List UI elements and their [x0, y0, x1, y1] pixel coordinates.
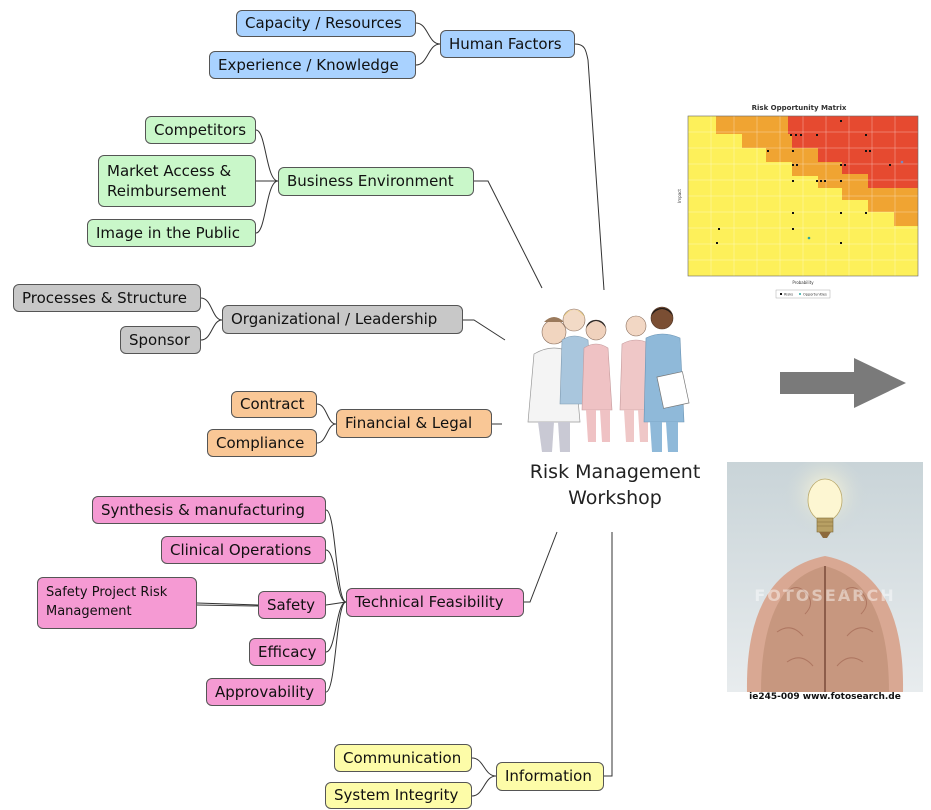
right-arrow-icon — [780, 358, 906, 408]
matrix-legend-opportunities: Opportunities — [803, 293, 827, 297]
medical-team-illustration — [527, 306, 690, 452]
node-safety[interactable]: Safety — [258, 591, 326, 619]
node-safety-project-risk-management[interactable]: Safety Project Risk Management — [37, 577, 197, 629]
matrix-legend-risks: Risks — [784, 293, 793, 297]
center-title-line1: Risk Management — [529, 461, 701, 483]
node-competitors[interactable]: Competitors — [145, 116, 256, 144]
node-technical-feasibility[interactable]: Technical Feasibility — [346, 588, 524, 617]
matrix-ylabel: Impact — [677, 189, 682, 203]
node-efficacy[interactable]: Efficacy — [249, 638, 326, 666]
node-business-environment[interactable]: Business Environment — [278, 167, 474, 196]
photo-watermark: FOTOSEARCH — [754, 586, 896, 605]
photo-caption: ie245-009 www.fotosearch.de — [749, 692, 901, 702]
node-communication[interactable]: Communication — [334, 744, 472, 772]
node-human-factors[interactable]: Human Factors — [440, 30, 575, 58]
node-capacity-resources[interactable]: Capacity / Resources — [236, 10, 416, 37]
node-approvability[interactable]: Approvability — [206, 678, 326, 706]
node-clinical-operations[interactable]: Clinical Operations — [161, 536, 326, 564]
center-title-line2: Workshop — [568, 486, 662, 509]
node-compliance[interactable]: Compliance — [207, 429, 317, 457]
node-image-public[interactable]: Image in the Public — [87, 219, 256, 247]
lightbulb-brain-photo: FOTOSEARCH — [727, 462, 923, 692]
node-processes-structure[interactable]: Processes & Structure — [13, 284, 201, 312]
node-contract[interactable]: Contract — [231, 391, 317, 418]
node-financial-legal[interactable]: Financial & Legal — [336, 409, 492, 438]
node-sponsor[interactable]: Sponsor — [120, 326, 201, 354]
center-topic[interactable]: Risk Management Workshop — [500, 460, 730, 511]
matrix-xlabel: Probability — [792, 280, 814, 285]
node-organizational-leadership[interactable]: Organizational / Leadership — [222, 305, 463, 334]
node-system-integrity[interactable]: System Integrity — [325, 782, 472, 809]
risk-opportunity-matrix: Risk Opportunity Matrix — [676, 104, 922, 300]
matrix-title: Risk Opportunity Matrix — [751, 104, 847, 112]
node-synthesis-manufacturing[interactable]: Synthesis & manufacturing — [92, 496, 326, 524]
node-market-access[interactable]: Market Access & Reimbursement — [98, 155, 256, 207]
node-information[interactable]: Information — [496, 762, 604, 791]
node-experience-knowledge[interactable]: Experience / Knowledge — [209, 51, 416, 79]
